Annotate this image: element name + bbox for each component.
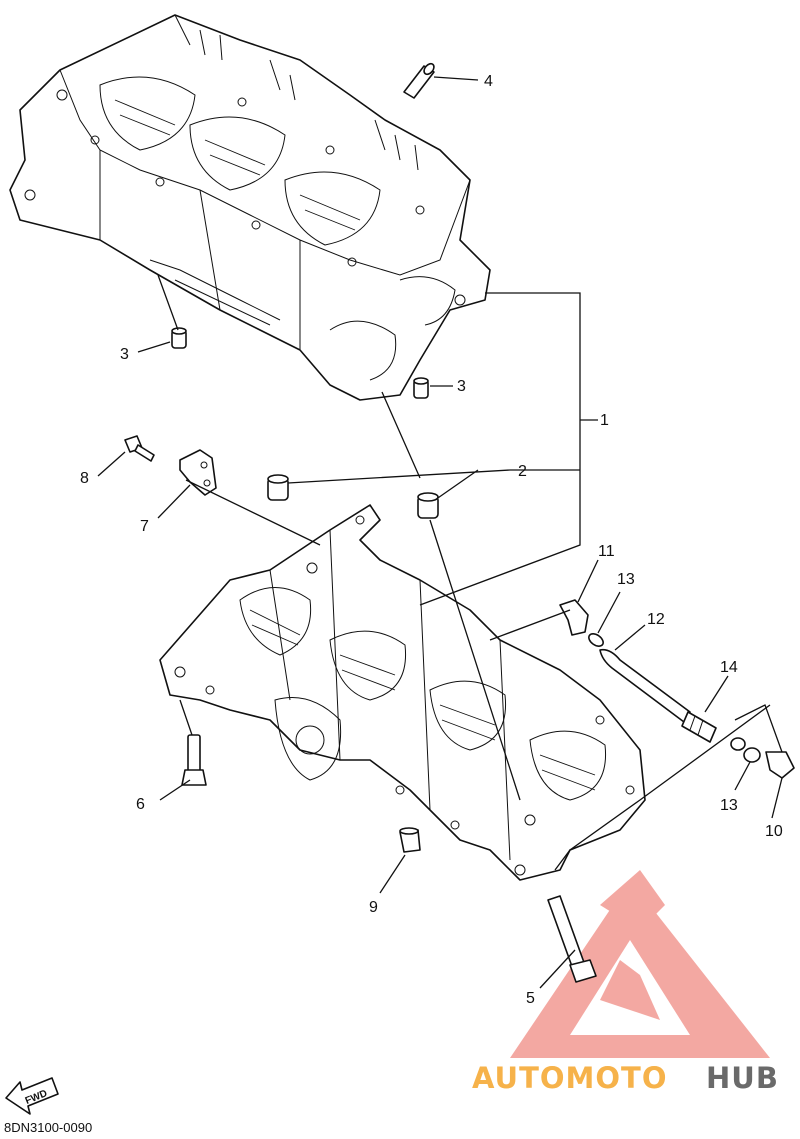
callout-5: 5 — [526, 990, 535, 1007]
callout-6: 6 — [136, 796, 145, 813]
dowel-part-2-left — [267, 474, 289, 501]
callout-13-upper: 13 — [617, 571, 635, 588]
leader-lines — [97, 76, 783, 989]
bolt-part-8 — [124, 435, 155, 462]
callout-3-left: 3 — [120, 346, 129, 363]
callout-14: 14 — [720, 659, 738, 676]
callout-1: 1 — [600, 412, 609, 429]
watermark-text: AUTOMOTO HUB — [472, 1061, 779, 1095]
hose-clamp-part-13-lower — [743, 747, 761, 763]
dowel-pin-part-3-right — [413, 377, 429, 399]
callout-labels: 1 2 3 3 4 5 6 7 8 9 10 11 12 13 13 14 — [80, 73, 783, 1007]
callout-7: 7 — [140, 518, 149, 535]
callout-13-lower: 13 — [720, 797, 738, 814]
diagram-code: 8DN3100-0090 — [4, 1120, 92, 1135]
hose-part-12 — [599, 648, 691, 723]
bolt-part-6 — [181, 734, 207, 786]
callout-11: 11 — [598, 543, 615, 560]
upper-crankcase — [9, 14, 491, 401]
callout-3-right: 3 — [457, 378, 466, 395]
callout-4: 4 — [484, 73, 493, 90]
callout-12: 12 — [647, 611, 665, 628]
fitting-part-11 — [559, 599, 589, 636]
dowel-part-2-right — [417, 492, 439, 519]
callout-8: 8 — [80, 470, 89, 487]
hose-clamp-part-13-upper — [588, 633, 604, 647]
watermark-text-automoto: AUTOMOTO — [472, 1061, 667, 1095]
dowel-pin-part-3-left — [171, 327, 187, 349]
long-bolt-part-5 — [547, 895, 597, 983]
watermark-text-hub: HUB — [706, 1061, 779, 1095]
bracket-part-7 — [179, 449, 217, 496]
forward-arrow: FWD — [5, 1077, 59, 1115]
plug-part-9 — [399, 827, 421, 853]
callout-2: 2 — [518, 463, 527, 480]
callout-9: 9 — [369, 899, 378, 916]
hose-part-14 — [681, 711, 746, 751]
callout-10: 10 — [765, 823, 783, 840]
elbow-fitting-part-10 — [765, 751, 795, 779]
stud-pin-part-4 — [403, 62, 435, 99]
lower-crankcase — [159, 504, 646, 881]
watermark-logo — [510, 870, 770, 1058]
